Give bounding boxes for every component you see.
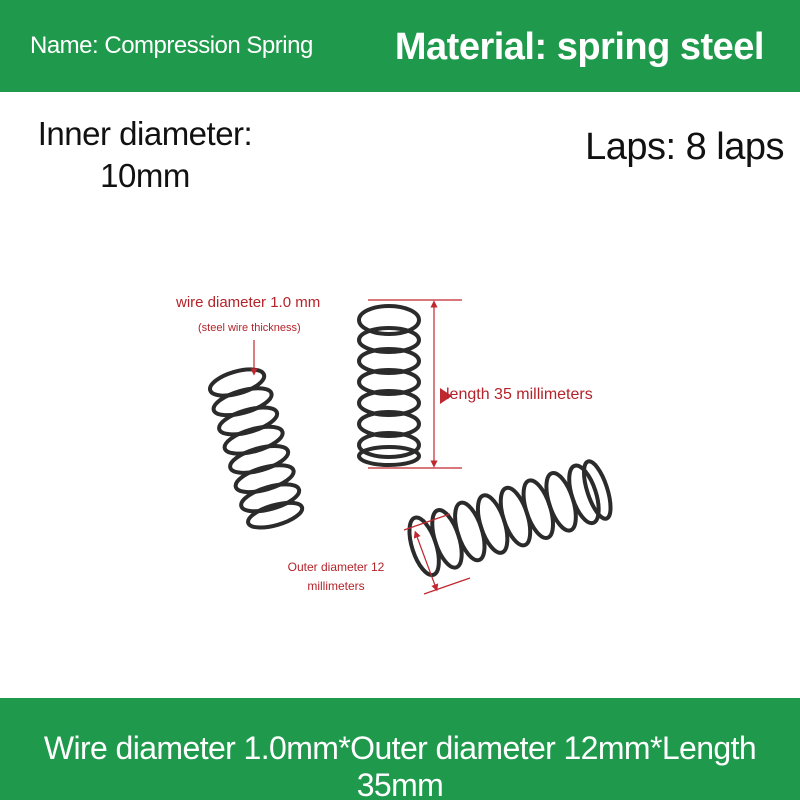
left-spring xyxy=(207,367,305,530)
center-spring xyxy=(357,304,421,467)
right-spring xyxy=(407,459,613,578)
material-label: Material: spring steel xyxy=(394,26,765,68)
inner-diameter-title: Inner diameter: xyxy=(37,115,253,152)
laps-label: Laps: 8 laps xyxy=(585,126,784,168)
length-annotation: length 35 millimeters xyxy=(446,386,593,403)
outer-diameter-line2: millimeters xyxy=(307,579,365,593)
outer-diameter-line1: Outer diameter 12 xyxy=(287,560,385,574)
inner-diameter-value: 10mm xyxy=(100,157,190,194)
outer-diameter-dimension xyxy=(403,513,471,595)
inner-diameter-label: Inner diameter: 10mm xyxy=(20,113,270,197)
outer-diameter-annotation: Outer diameter 12 millimeters xyxy=(286,558,386,596)
product-name-label: Name: Compression Spring xyxy=(30,32,313,59)
spec-summary-label: Wire diameter 1.0mm*Outer diameter 12mm*… xyxy=(43,730,757,803)
wire-diameter-annotation: wire diameter 1.0 mm xyxy=(176,294,321,311)
footer-bar: Wire diameter 1.0mm*Outer diameter 12mm*… xyxy=(0,698,800,803)
length-dimension xyxy=(368,299,462,469)
header-bar: Name: Compression Spring Material: sprin… xyxy=(0,0,800,92)
wire-thickness-note: (steel wire thickness) xyxy=(198,322,301,334)
